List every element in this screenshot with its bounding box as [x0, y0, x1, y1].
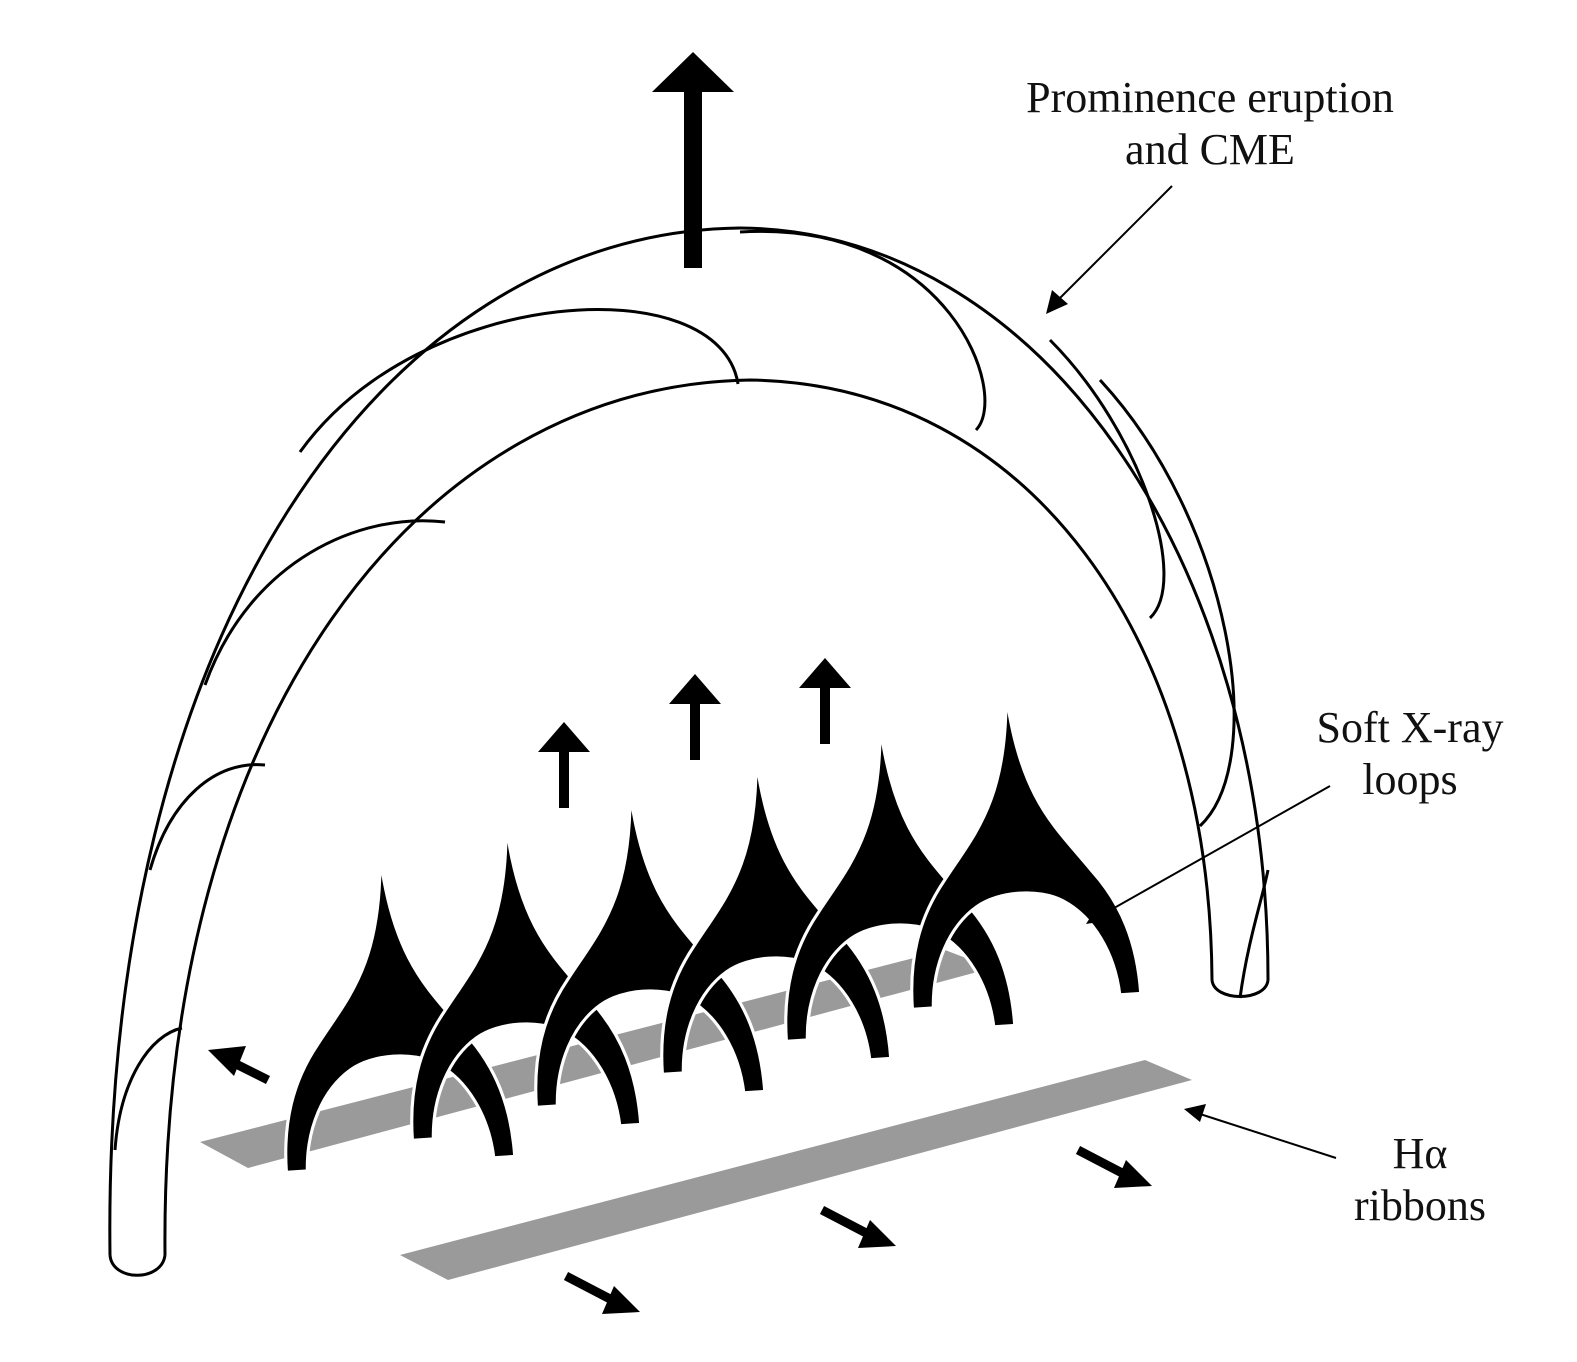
rope-twist-right	[1048, 338, 1166, 620]
inner-arch	[163, 378, 1214, 1256]
up-arrow-1	[538, 722, 590, 808]
right-ribbon-arrow-2	[819, 1206, 896, 1248]
halpha-label-line1: Hα	[1392, 1129, 1448, 1178]
cme-flux-rope	[108, 226, 1270, 1277]
right-ribbon-arrow-3	[1075, 1146, 1152, 1188]
soft-xray-loops-label: Soft X-ray loops	[1290, 702, 1530, 806]
label-pointers	[1046, 185, 1337, 1159]
left-ribbon-arrow	[208, 1046, 271, 1085]
soft-xray-label-line2: loops	[1362, 755, 1458, 804]
up-arrow-2	[669, 674, 721, 760]
rope-twist-left-lower	[148, 763, 266, 871]
rope-twist-left	[203, 519, 446, 686]
ribbon-separation-arrows	[208, 1046, 1152, 1314]
rope-twist-left-foot	[113, 1026, 183, 1151]
prominence-label-line1: Prominence eruption	[1026, 73, 1394, 122]
right-foot-twist	[1238, 869, 1270, 999]
soft-xray-label-line1: Soft X-ray	[1316, 703, 1504, 752]
prominence-label-line2: and CME	[1125, 125, 1295, 174]
rope-twist-top-2	[739, 229, 987, 432]
halpha-pointer	[1184, 1104, 1337, 1159]
eruption-arrow	[652, 52, 734, 268]
h-alpha-ribbons-label: Hα ribbons	[1320, 1128, 1520, 1232]
left-foot-cap	[108, 1254, 167, 1277]
loop-rise-arrows	[538, 658, 851, 808]
prominence-eruption-label: Prominence eruption and CME	[985, 72, 1435, 176]
prominence-pointer	[1046, 185, 1173, 314]
rope-twist-top-1	[298, 308, 740, 453]
soft-xray-loop-6	[889, 682, 1143, 1011]
rope-twist-right-lower	[1098, 378, 1236, 828]
front-ribbon	[400, 1060, 1192, 1280]
right-ribbon-arrow-1	[563, 1272, 640, 1314]
soft-xray-pointer	[1086, 785, 1331, 924]
up-arrow-3	[799, 658, 851, 744]
halpha-label-line2: ribbons	[1354, 1181, 1486, 1230]
